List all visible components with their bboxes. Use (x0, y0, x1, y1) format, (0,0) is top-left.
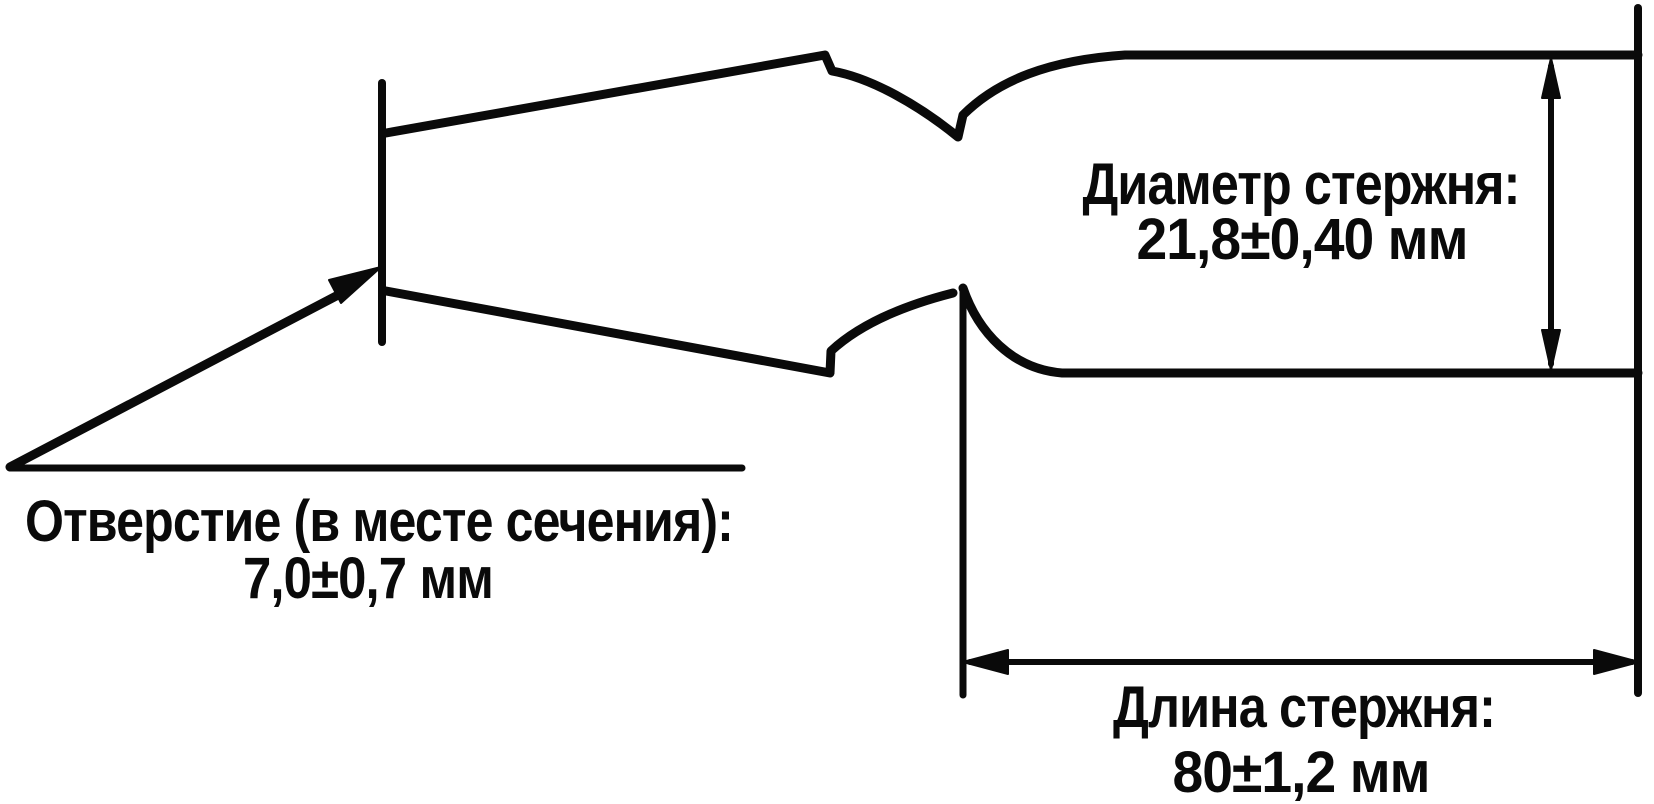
diameter-arrowhead-down-icon (1541, 329, 1561, 371)
diameter-label-line1: Диаметр стержня: (1083, 152, 1520, 217)
length-label-line2: 80±1,2 мм (1173, 740, 1430, 804)
hole-leader-arrowhead-icon (328, 266, 382, 304)
shaft-outline (378, 4, 1643, 697)
hole-label-line1: Отверстие (в месте сечения): (25, 489, 733, 554)
length-arrowhead-right-icon (1593, 649, 1640, 675)
diameter-arrowhead-up-icon (1541, 57, 1561, 99)
hole-leader-line (5, 289, 345, 472)
hole-label-line2: 7,0±0,7 мм (243, 546, 493, 611)
length-arrowhead-left-icon (962, 649, 1009, 675)
length-label-line1: Длина стержня: (1113, 675, 1495, 740)
length-dimension: Длина стержня: 80±1,2 мм (959, 284, 1640, 804)
diameter-dimension: Диаметр стержня: 21,8±0,40 мм (1083, 57, 1561, 371)
hole-callout: Отверстие (в месте сечения): 7,0±0,7 мм (5, 266, 746, 611)
diameter-label-line2: 21,8±0,40 мм (1137, 207, 1468, 272)
outline-bottom-left-contour (381, 286, 958, 378)
outline-top-contour (381, 50, 1643, 142)
outline-bottom-right-contour (958, 283, 1643, 378)
